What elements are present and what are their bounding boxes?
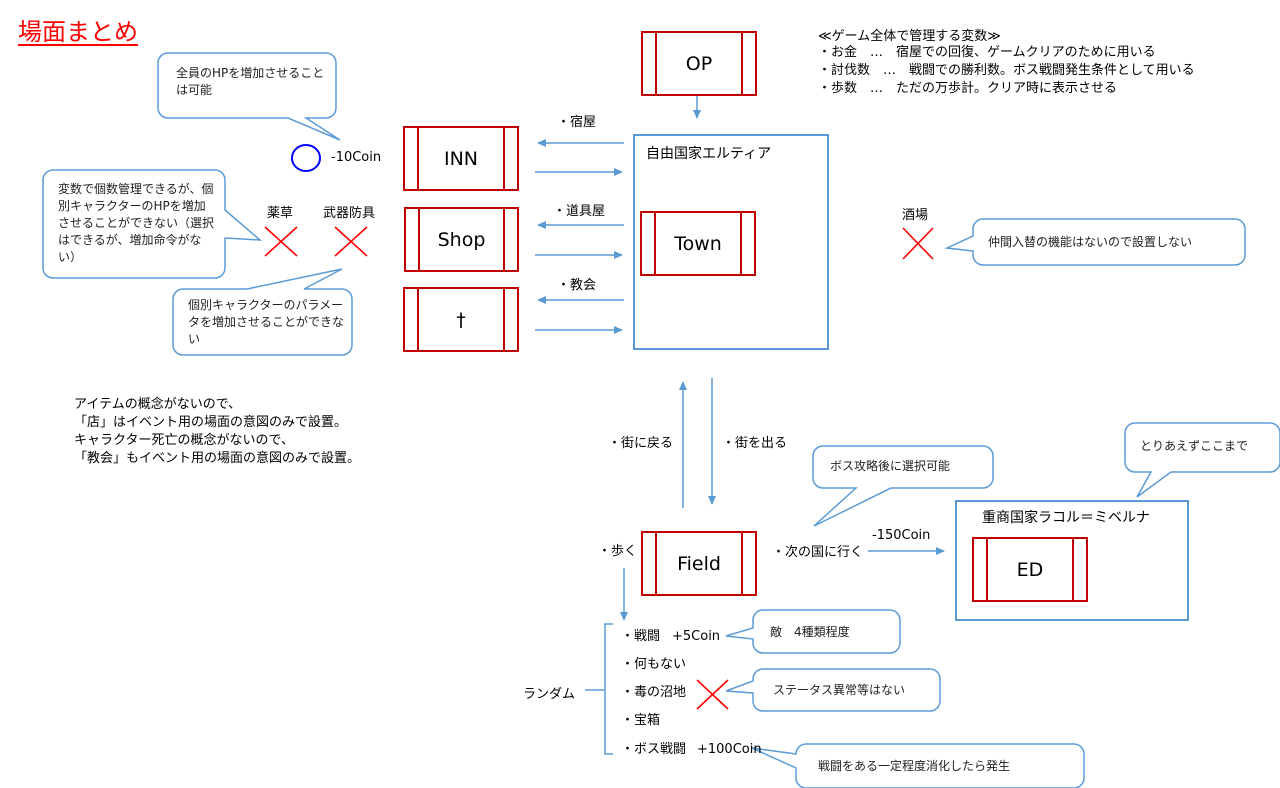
region-first-country xyxy=(633,134,829,350)
variable-steps: ・歩数 … ただの万歩計。クリア時に表示させる xyxy=(818,81,1118,96)
variable-money: ・お金 … 宿屋での回復、ゲームクリアのために用いる xyxy=(818,45,1156,60)
scene-field[interactable]: Field xyxy=(641,531,757,596)
note-line: アイテムの概念がないので、 xyxy=(74,397,242,412)
transition-inn-label: ・宿屋 xyxy=(557,115,597,130)
scene-ed-label: ED xyxy=(1016,558,1044,581)
callout-for-now xyxy=(1124,422,1280,498)
transition-next-country-label: ・次の国に行く xyxy=(772,545,864,560)
transition-next-country-cost: -150Coin xyxy=(872,528,931,543)
variables-heading: ≪ゲーム全体で管理する変数≫ xyxy=(818,29,1001,44)
callout-boss-clear xyxy=(812,445,994,527)
callout-boss-clear-text: ボス攻略後に選択可能 xyxy=(830,459,951,473)
random-event: ・何もない xyxy=(621,657,687,672)
callout-herb xyxy=(42,169,263,279)
random-event-reward: +100Coin xyxy=(697,742,762,757)
callout-weapons-text: 個別キャラクターのパラメータを増加させることができない xyxy=(188,298,345,346)
scene-town-label: Town xyxy=(674,232,722,255)
scene-shop[interactable]: Shop xyxy=(404,207,519,272)
callout-status xyxy=(725,668,941,712)
cross-icon-tavern xyxy=(902,227,934,260)
removed-weapons-label: 武器防具 xyxy=(323,206,376,221)
callout-status-text: ステータス異常等はない xyxy=(773,683,906,697)
transition-church-label: ・教会 xyxy=(557,278,597,293)
scene-op[interactable]: OP xyxy=(641,31,757,96)
callout-boss-trigger-text: 戦闘をある一定程度消化したら発生 xyxy=(818,759,1011,773)
callout-tavern-text: 仲間入替の機能はないので設置しない xyxy=(988,235,1193,249)
callout-inn-hp-text: 全員のHPを増加させることは可能 xyxy=(176,66,325,97)
callout-tavern xyxy=(944,218,1246,266)
cross-icon-poison xyxy=(696,679,729,710)
removed-herb-label: 薬草 xyxy=(267,206,294,221)
region-second-country-label: 重商国家ラコル＝ミベルナ xyxy=(982,510,1150,526)
random-event: ・宝箱 xyxy=(621,713,661,728)
callout-enemies xyxy=(725,609,901,654)
region-second-country xyxy=(955,500,1189,621)
scene-inn[interactable]: INN xyxy=(403,126,519,191)
callout-for-now-text: とりあえずここまで xyxy=(1140,439,1249,453)
page-title: 場面まとめ xyxy=(18,18,138,46)
note-line: 「店」はイベント用の場面の意図のみで設置。 xyxy=(74,415,348,430)
scene-church-label: † xyxy=(456,308,466,331)
scene-shop-label: Shop xyxy=(437,228,486,251)
transition-return-town-label: ・街に戻る xyxy=(608,436,674,451)
callout-weapons xyxy=(172,268,353,356)
transition-walk-label: ・歩く xyxy=(598,544,638,559)
callout-herb-text: 変数で個数管理できるが、個別キャラクターのHPを増加させることができない（選択は… xyxy=(58,182,215,264)
scene-ed[interactable]: ED xyxy=(972,537,1088,602)
callout-enemies-text: 敵 4種類程度 xyxy=(770,625,850,639)
random-bracket xyxy=(585,623,613,755)
cross-icon-herb xyxy=(264,226,298,257)
cross-icon-weapons xyxy=(334,226,368,257)
random-event: ・戦闘 xyxy=(621,629,661,644)
note-line: 「教会」もイベント用の場面の意図のみで設置。 xyxy=(74,451,361,466)
transition-leave-town-label: ・街を出る xyxy=(722,436,788,451)
removed-tavern-label: 酒場 xyxy=(902,208,929,223)
random-event: ・ボス戦闘 xyxy=(621,742,687,757)
circle-icon xyxy=(291,144,321,172)
scene-op-label: OP xyxy=(685,52,713,75)
note-line: キャラクター死亡の概念がないので、 xyxy=(74,433,294,448)
callout-boss-trigger xyxy=(751,743,1085,788)
scene-field-label: Field xyxy=(677,552,721,575)
callout-inn-hp xyxy=(157,52,341,141)
random-event: ・毒の沼地 xyxy=(621,685,687,700)
random-event-reward: +5Coin xyxy=(672,629,721,644)
scene-inn-label: INN xyxy=(443,147,479,170)
scene-town[interactable]: Town xyxy=(640,211,756,276)
scene-church[interactable]: † xyxy=(403,287,519,352)
region-first-country-label: 自由国家エルティア xyxy=(646,146,772,162)
random-label: ランダム xyxy=(523,687,576,702)
variable-kills: ・討伐数 … 戦闘での勝利数。ボス戦闘発生条件として用いる xyxy=(818,63,1195,78)
inn-cost: -10Coin xyxy=(331,150,382,165)
transition-shop-label: ・道具屋 xyxy=(553,204,606,219)
